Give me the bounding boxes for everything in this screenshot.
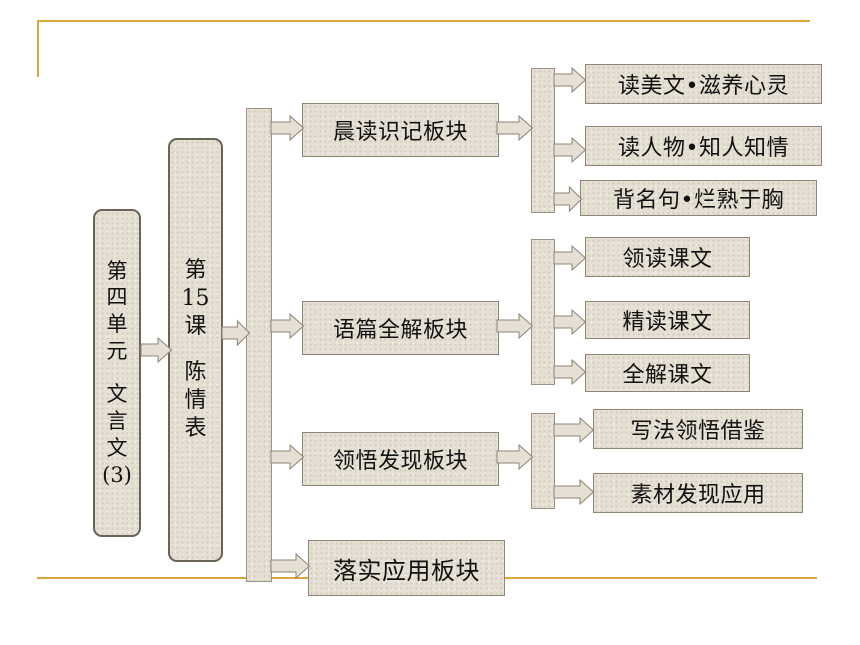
block-arrow-icon [270, 552, 311, 580]
item-label: 读美文•滋养心灵 [618, 74, 789, 99]
block-arrow-shape [553, 416, 595, 444]
lesson-char: 陈 [184, 360, 207, 385]
unit-char: (3) [102, 462, 132, 487]
block-arrow-icon [553, 185, 583, 213]
bracket-bar-morning [531, 68, 555, 213]
unit-char: 第 [106, 258, 128, 283]
block-arrow-icon [496, 312, 534, 340]
block-arrow-icon [270, 114, 305, 142]
block-arrow-icon [553, 358, 587, 386]
section-label: 语篇全解板块 [332, 318, 468, 343]
item-label: 写法领悟借鉴 [630, 419, 766, 444]
lesson-char: 表 [184, 416, 207, 442]
lesson-char: 情 [184, 388, 207, 414]
lesson-box: 第 15 课 陈 情 表 [168, 138, 223, 562]
item-label: 素材发现应用 [630, 483, 766, 508]
block-arrow-shape [553, 358, 587, 386]
block-arrow-shape [553, 66, 587, 94]
main-bracket-bar [246, 108, 272, 582]
block-arrow-shape [140, 336, 173, 364]
item-full-analysis: 全解课文 [585, 354, 750, 392]
item-label: 背名句•烂熟于胸 [613, 188, 784, 213]
section-label: 落实应用板块 [333, 556, 480, 585]
block-arrow-shape [270, 443, 305, 471]
item-label: 读人物•知人知情 [618, 136, 789, 161]
section-label: 领悟发现板块 [332, 449, 468, 474]
section-passage: 语篇全解板块 [302, 301, 499, 355]
item-material-use: 素材发现应用 [593, 473, 803, 513]
section-morning: 晨读识记板块 [302, 103, 499, 157]
block-arrow-icon [221, 319, 251, 347]
block-arrow-icon [553, 66, 587, 94]
block-arrow-icon [496, 114, 534, 142]
block-arrow-icon [496, 443, 534, 471]
item-label: 领读课文 [622, 247, 713, 272]
unit-char: 四 [106, 285, 128, 310]
item-guided-reading: 领读课文 [585, 237, 750, 277]
block-arrow-icon [140, 336, 173, 364]
block-arrow-shape [496, 443, 534, 471]
block-arrow-shape [270, 114, 305, 142]
block-arrow-icon [553, 416, 595, 444]
block-arrow-shape [270, 312, 305, 340]
section-practice: 落实应用板块 [308, 540, 505, 596]
block-arrow-shape [553, 308, 587, 336]
block-arrow-icon [553, 308, 587, 336]
left-rule [37, 20, 39, 77]
item-read-essay: 读美文•滋养心灵 [585, 64, 822, 104]
bracket-bar-insight [531, 413, 555, 509]
block-arrow-shape [496, 312, 534, 340]
block-arrow-shape [221, 319, 251, 347]
item-read-people: 读人物•知人知情 [585, 126, 822, 166]
unit-char: 文 [106, 435, 128, 460]
block-arrow-icon [553, 244, 587, 272]
block-arrow-shape [553, 244, 587, 272]
unit-char: 单 [106, 312, 128, 337]
block-arrow-icon [270, 443, 305, 471]
block-arrow-icon [553, 478, 595, 506]
item-label: 全解课文 [622, 363, 713, 388]
item-close-reading: 精读课文 [585, 301, 750, 339]
unit-char: 言 [106, 408, 128, 433]
block-arrow-shape [553, 185, 583, 213]
block-arrow-shape [270, 552, 311, 580]
unit-box: 第 四 单 元 文 言 文 (3) [93, 209, 141, 537]
item-recite-quotes: 背名句•烂熟于胸 [580, 180, 817, 216]
lesson-char: 15 [181, 285, 210, 311]
lesson-char: 第 [184, 257, 207, 283]
block-arrow-shape [553, 136, 587, 164]
block-arrow-icon [553, 136, 587, 164]
unit-char: 文 [106, 382, 128, 406]
unit-char: 元 [106, 339, 128, 364]
block-arrow-icon [270, 312, 305, 340]
bracket-bar-passage [531, 239, 555, 385]
item-label: 精读课文 [622, 310, 713, 335]
top-rule [37, 20, 810, 22]
section-label: 晨读识记板块 [332, 120, 468, 145]
section-insight: 领悟发现板块 [302, 432, 499, 486]
block-arrow-shape [553, 478, 595, 506]
block-arrow-shape [496, 114, 534, 142]
lesson-char: 课 [184, 313, 207, 339]
item-writing-methods: 写法领悟借鉴 [593, 409, 803, 449]
